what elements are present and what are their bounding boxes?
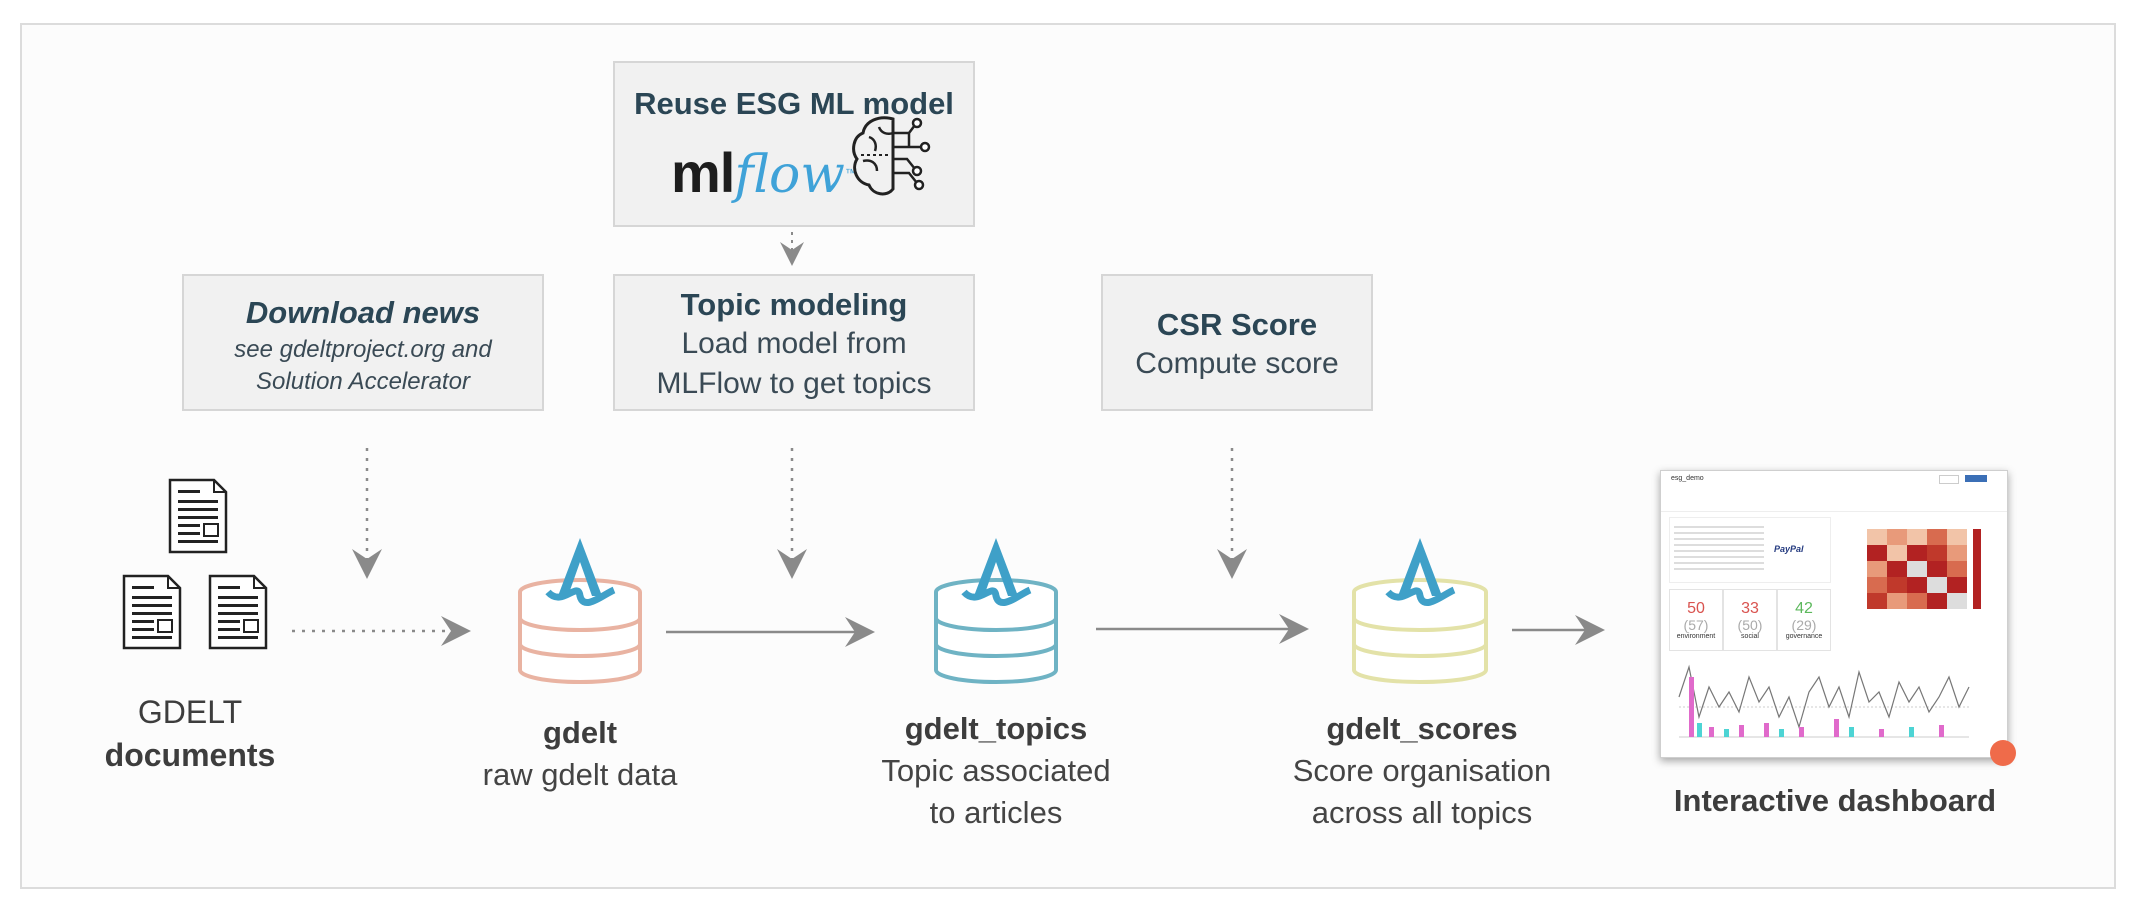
kpi-value: 50 xyxy=(1687,600,1705,617)
kpi-previous: (57) xyxy=(1683,617,1709,633)
csr-score-title: CSR Score xyxy=(1156,307,1318,342)
delta-table-icon-gdelt-scores xyxy=(1352,538,1488,684)
gdelt-topics-table-label: gdelt_topics Topic associated to article… xyxy=(846,708,1146,834)
delta-table-icon-gdelt xyxy=(518,538,642,684)
kpi-caption: environment xyxy=(1676,633,1716,640)
gdelt-documents-line2: documents xyxy=(104,737,276,773)
kpi-value: 42 xyxy=(1795,600,1813,617)
topic-modeling-line2: MLFlow to get topics xyxy=(656,367,932,400)
download-news-box: Download news see gdeltproject.org and S… xyxy=(182,274,544,411)
table-name: gdelt xyxy=(542,715,618,750)
mlflow-logo: mlflow™ xyxy=(671,145,857,205)
table-description: Score organisation xyxy=(1292,753,1552,788)
table-description-2: to articles xyxy=(929,795,1063,830)
description-text-lines xyxy=(1674,526,1764,572)
document-icon xyxy=(122,574,182,650)
table-description: raw gdelt data xyxy=(482,757,678,792)
csr-score-box: CSR Score Compute score xyxy=(1101,274,1373,411)
table-description-2: across all topics xyxy=(1311,795,1533,830)
brand-logo: PayPal xyxy=(1774,544,1804,554)
kpi-previous: (29) xyxy=(1791,617,1817,633)
mlflow-logo-ml: ml xyxy=(671,141,735,204)
topic-modeling-title: Topic modeling xyxy=(680,287,908,322)
kpi-card-social: 33 (50) social xyxy=(1723,589,1777,651)
download-news-title: Download news xyxy=(245,295,481,330)
gdelt-scores-table-label: gdelt_scores Score organisation across a… xyxy=(1272,708,1572,834)
brain-icon xyxy=(852,116,931,196)
reuse-model-title: Reuse ESG ML model xyxy=(634,86,954,121)
kpi-value: 33 xyxy=(1741,600,1759,617)
mlflow-logo-flow: flow xyxy=(734,145,845,205)
csr-score-line1: Compute score xyxy=(1135,347,1339,380)
document-icon xyxy=(168,478,228,554)
media-coverage-chart xyxy=(1678,664,1970,738)
dashboard-header-button-2 xyxy=(1939,475,1959,484)
kpi-previous: (50) xyxy=(1737,617,1763,633)
kpi-card-governance: 42 (29) governance xyxy=(1777,589,1831,651)
dashboard-header-button xyxy=(1965,475,1987,482)
dashboard-divider xyxy=(1661,511,2007,512)
interactive-dashboard-label: Interactive dashboard xyxy=(1673,783,1997,818)
topic-modeling-line1: Load model from xyxy=(681,327,907,360)
download-news-line1: see gdeltproject.org and xyxy=(234,336,492,363)
gdelt-documents-line1: GDELT xyxy=(137,694,243,730)
delta-table-icon-gdelt-topics xyxy=(934,538,1058,684)
reuse-model-box: Reuse ESG ML model mlflow™ xyxy=(613,61,975,227)
topic-modeling-box: Topic modeling Load model from MLFlow to… xyxy=(613,274,975,411)
gdelt-documents-label: GDELT documents xyxy=(70,690,310,776)
kpi-caption: social xyxy=(1741,633,1759,640)
kpi-card-environment: 50 (57) environment xyxy=(1669,589,1723,651)
gdelt-table-label: gdelt raw gdelt data xyxy=(430,712,730,796)
download-news-line2: Solution Accelerator xyxy=(256,368,470,395)
heatmap xyxy=(1867,529,1981,609)
dashboard-thumbnail: esg_demo PayPal 50 (57) environment 33 (… xyxy=(1660,470,2008,758)
table-name: gdelt_topics xyxy=(904,711,1088,746)
dashboard-title: esg_demo xyxy=(1671,475,1704,482)
table-name: gdelt_scores xyxy=(1326,711,1518,746)
document-icon xyxy=(208,574,268,650)
kpi-caption: governance xyxy=(1785,633,1823,640)
table-description: Topic associated xyxy=(881,753,1111,788)
description-panel: PayPal xyxy=(1669,517,1831,583)
dashboard-badge-icon xyxy=(1990,740,2016,766)
